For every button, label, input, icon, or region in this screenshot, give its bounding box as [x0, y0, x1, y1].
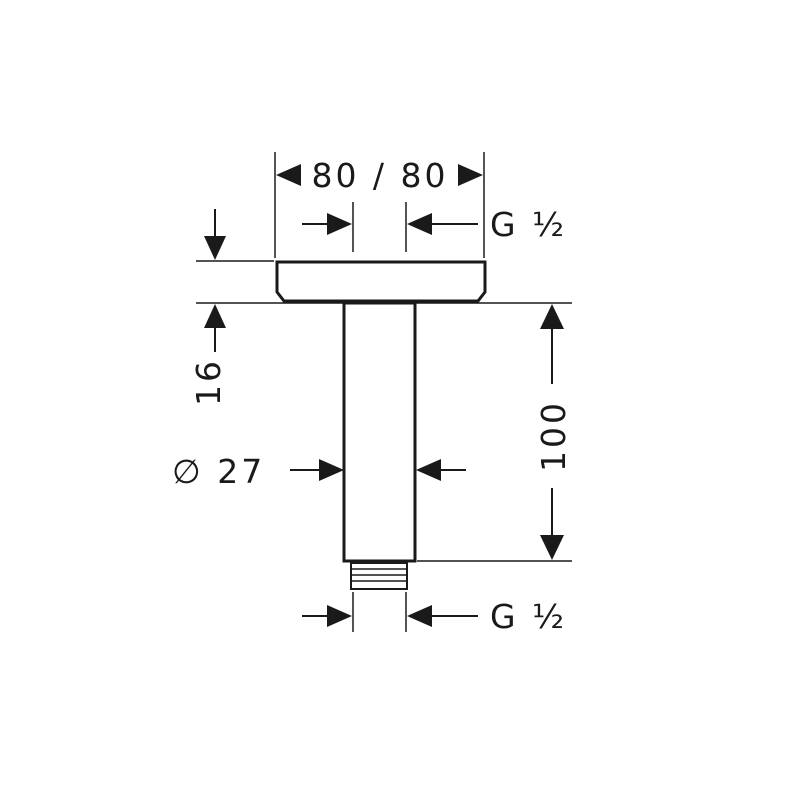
dim-mount-width: 80 / 80 [276, 156, 483, 195]
diameter-label: ∅ 27 [172, 452, 265, 491]
outlet-thread-label: G ½ [490, 597, 567, 636]
extension-lines [196, 152, 572, 632]
ceiling-flange [275, 260, 487, 303]
dim-outlet-thread: G ½ [302, 597, 567, 636]
dim-arm-length: 100 [534, 304, 573, 560]
arm-tube [342, 301, 417, 563]
dim-flange-height: 16 [189, 209, 228, 406]
flange-height-label: 16 [189, 358, 228, 406]
threaded-outlet [350, 562, 408, 590]
shower-arm-outline [275, 260, 487, 590]
arm-length-label: 100 [534, 400, 573, 472]
inlet-thread-label: G ½ [490, 205, 567, 244]
dim-diameter: ∅ 27 [172, 452, 466, 491]
mount-width-label: 80 / 80 [311, 156, 448, 195]
dim-inlet-thread: G ½ [302, 205, 567, 244]
